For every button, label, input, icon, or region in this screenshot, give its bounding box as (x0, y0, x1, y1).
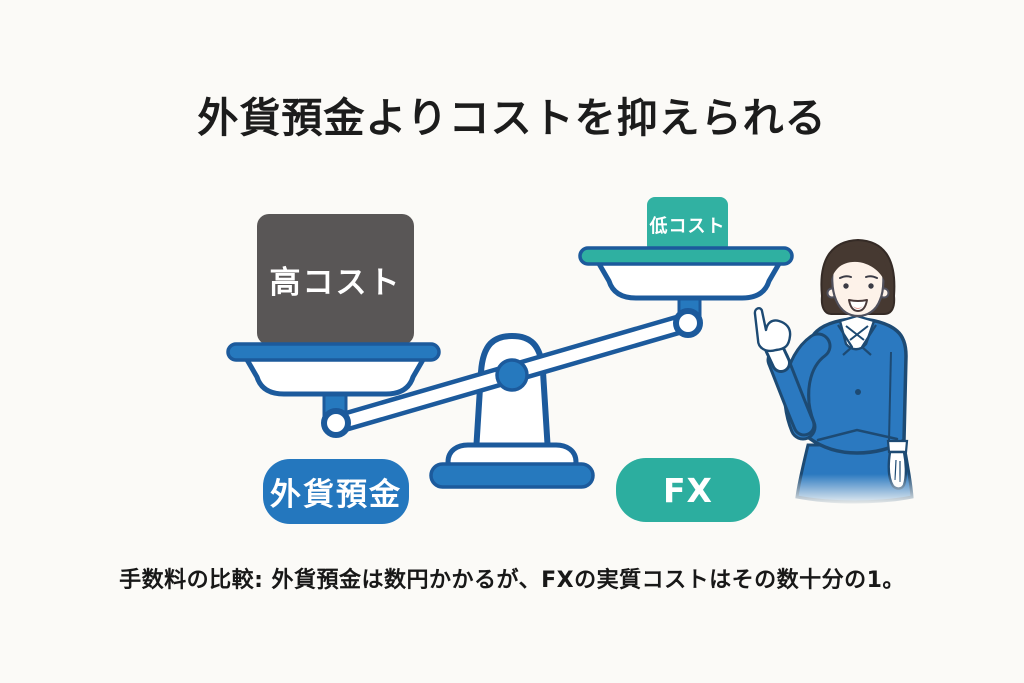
high-cost-weight-box: 高コスト (257, 214, 414, 345)
presenter-pointing-hand (753, 306, 792, 353)
left-pan (226, 342, 441, 438)
presenter-shirt (838, 314, 876, 351)
presenter-forearm (769, 351, 813, 434)
presenter-upper-arm-outline (783, 332, 832, 441)
fulcrum-base-top (445, 442, 579, 471)
presenter-upper-arm (786, 335, 829, 438)
presenter-cuff (767, 341, 788, 370)
presenter-button (855, 389, 861, 395)
high-cost-label: 高コスト (269, 265, 402, 301)
presenter-mouth (848, 299, 868, 312)
businesswoman-pointing-illustration (753, 238, 914, 504)
presenter-lapels (837, 324, 877, 356)
right-pan-bowl (595, 259, 783, 301)
foreign-deposit-label: 外貨預金 (270, 477, 402, 513)
presenter-left-ear (826, 287, 838, 299)
presenter-jacket (806, 317, 908, 455)
right-pan-post (677, 290, 702, 326)
foreign-deposit-tag: 外貨預金 (263, 459, 409, 524)
page-title: 外貨預金よりコストを抑えられる (197, 94, 827, 142)
presenter-right-eye (868, 283, 874, 289)
low-cost-weight-box: 低コスト (647, 197, 728, 253)
presenter-right-ear (878, 287, 890, 299)
left-pan-bowl (243, 355, 427, 397)
fx-tag: FX (616, 458, 760, 522)
presenter-fringe-hair (828, 246, 888, 289)
presenter-right-cuff (886, 439, 909, 454)
presenter-back-hair (820, 238, 896, 315)
presenter-jacket-hem (816, 428, 899, 442)
presenter-eyebrows (839, 275, 878, 279)
left-pan-bar (226, 342, 441, 362)
presenter-forearm-outline (766, 348, 816, 437)
fx-label: FX (663, 470, 713, 510)
right-pan (578, 246, 794, 338)
comparison-caption: 手数料の比較: 外貨預金は数円かかるが、FXの実質コストはその数十分の1。 (119, 568, 905, 593)
presenter-bottom-fade (772, 474, 982, 516)
low-cost-label: 低コスト (649, 216, 726, 237)
presenter-cuff-outline (764, 338, 791, 373)
presenter-tongue (853, 306, 863, 309)
fulcrum-column (473, 333, 551, 455)
presenter-right-sleeve-seam (888, 351, 892, 441)
fulcrum-pivot (495, 358, 529, 392)
presenter-face (831, 258, 885, 318)
presenter-left-eye (843, 283, 849, 289)
fulcrum-base-bar (429, 462, 595, 489)
presenter-collar-cross (845, 325, 869, 341)
left-beam-joint (321, 408, 351, 438)
left-pan-post (322, 376, 348, 422)
right-beam-joint (673, 308, 703, 338)
